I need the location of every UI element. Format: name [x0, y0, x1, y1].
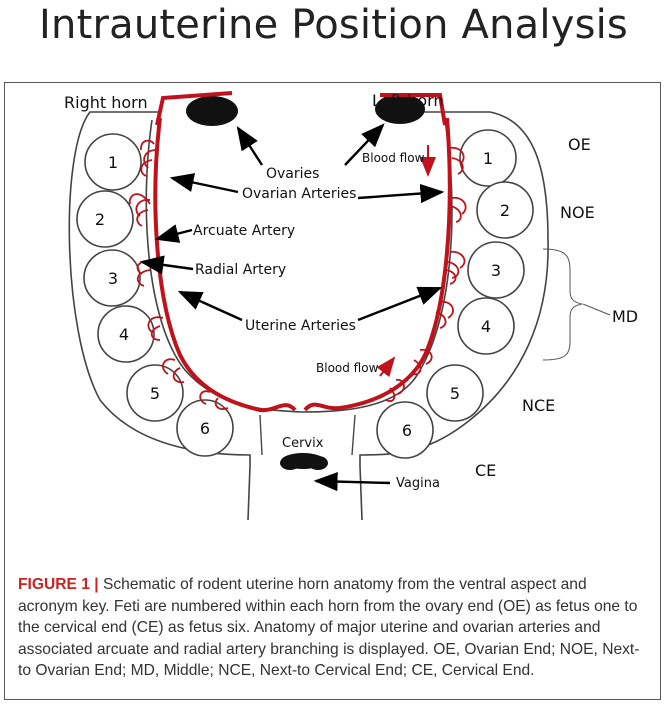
- right-ovary: [186, 96, 238, 126]
- cervix-label: Cervix: [282, 436, 324, 451]
- zone-oe-label: OE: [568, 135, 591, 154]
- fetus-number-right-1: 1: [108, 153, 118, 172]
- fetus-number-right-2: 2: [95, 210, 105, 229]
- blood-flow-arrow-up: [380, 358, 394, 376]
- fetus-number-left-4: 4: [481, 317, 491, 336]
- fetus-number-left-5: 5: [450, 384, 460, 403]
- fetus-number-left-1: 1: [483, 149, 493, 168]
- md-leader-line: [583, 304, 610, 315]
- left-horn-fetuses: [377, 130, 533, 458]
- zone-nce-label: NCE: [522, 396, 555, 415]
- ovaries-label: Ovaries: [266, 166, 319, 182]
- radial-artery-label: Radial Artery: [195, 262, 286, 278]
- caption-text: Schematic of rodent uterine horn anatomy…: [18, 576, 639, 679]
- cervix-blob-left: [280, 456, 300, 470]
- fetus-number-right-6: 6: [200, 419, 210, 438]
- vagina-label: Vagina: [396, 476, 440, 491]
- fetus-number-right-4: 4: [119, 325, 129, 344]
- right-horn-label: Right horn: [64, 93, 148, 112]
- zone-noe-label: NOE: [560, 203, 595, 222]
- blood-flow-bottom-label: Blood flow: [316, 361, 379, 375]
- fetus-number-right-3: 3: [108, 269, 118, 288]
- uterine-arteries-label: Uterine Arteries: [245, 318, 356, 334]
- figure-caption: FIGURE 1 | Schematic of rodent uterine h…: [18, 574, 648, 682]
- fetus-number-left-3: 3: [491, 261, 501, 280]
- zone-md-label: MD: [612, 307, 638, 326]
- left-horn-label: Left horn: [372, 91, 444, 110]
- fetus-number-left-2: 2: [500, 201, 510, 220]
- md-bracket: [543, 249, 582, 360]
- arcuate-artery-label: Arcuate Artery: [193, 223, 295, 239]
- cervix-blob-right: [308, 456, 328, 470]
- left-branch-vessels: [386, 148, 466, 401]
- blood-flow-top-label: Blood flow: [362, 151, 425, 165]
- caption-figure-label: FIGURE 1 |: [18, 576, 99, 593]
- fetus-number-right-5: 5: [150, 384, 160, 403]
- ovarian-arteries-label: Ovarian Arteries: [242, 186, 356, 202]
- fetus-number-left-6: 6: [402, 421, 412, 440]
- zone-ce-label: CE: [475, 461, 496, 480]
